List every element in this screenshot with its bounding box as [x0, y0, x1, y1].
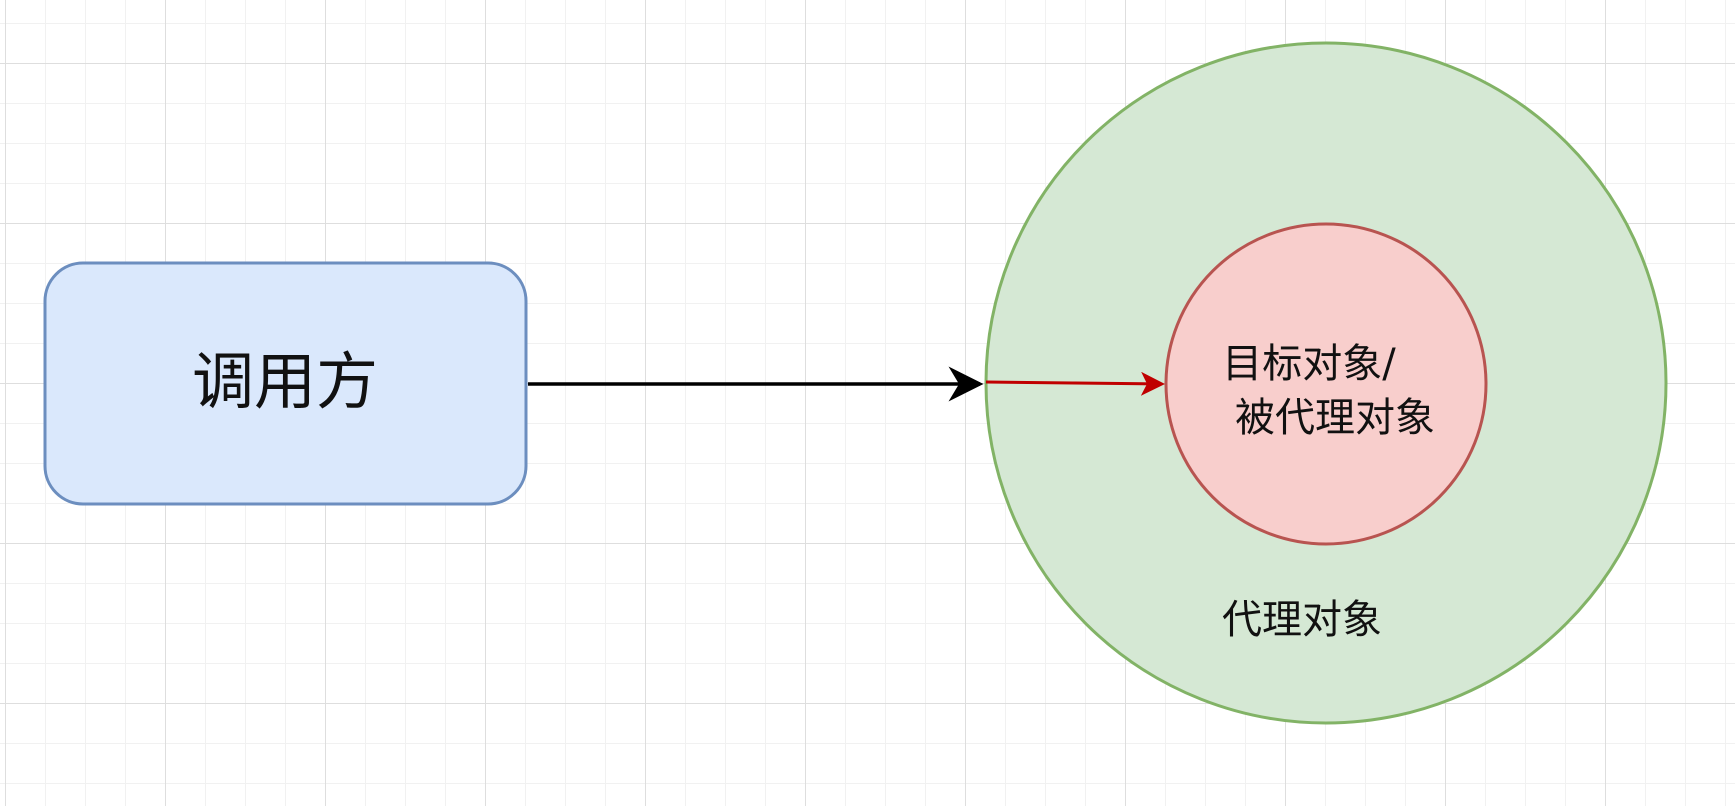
- caller-label: 调用方: [192, 345, 378, 418]
- target-node[interactable]: 目标对象/ 被代理对象: [1164, 222, 1488, 546]
- target-circle[interactable]: [1164, 222, 1488, 546]
- proxy-label: 代理对象: [1222, 597, 1382, 643]
- target-label-line2: 被代理对象: [1235, 395, 1435, 441]
- caller-node[interactable]: 调用方: [43, 261, 528, 506]
- caller-box[interactable]: [43, 261, 528, 506]
- target-label-line1: 目标对象/: [1222, 341, 1396, 387]
- edge-proxy-to-target[interactable]: [985, 371, 1165, 396]
